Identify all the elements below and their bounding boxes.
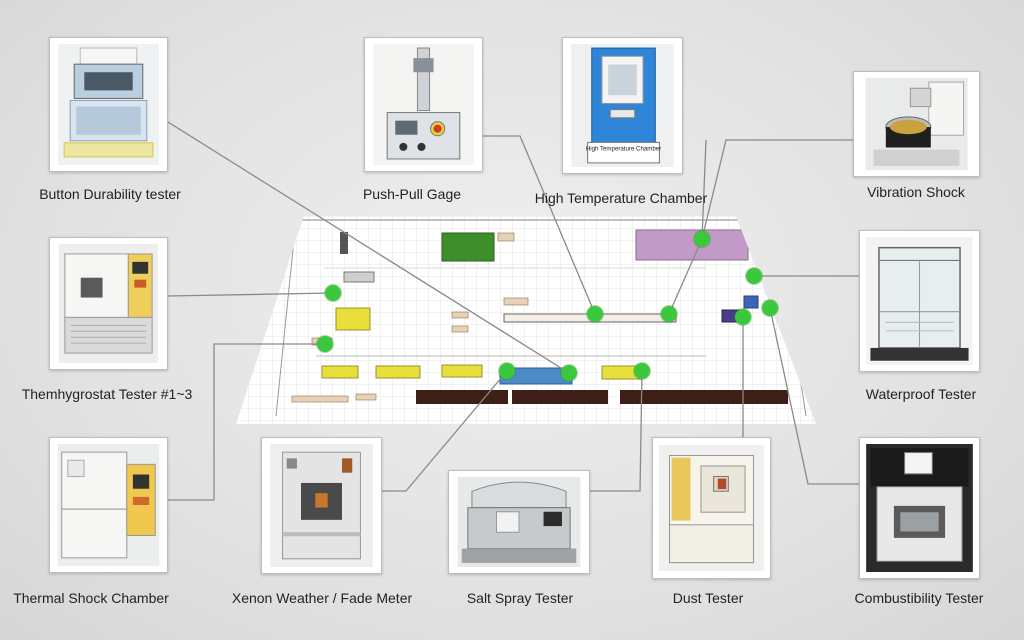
themhygrostat-tester-label: Themhygrostat Tester #1~3 — [21, 386, 193, 402]
thermal-shock-chamber-marker[interactable] — [317, 336, 333, 352]
lab-floor-plan — [236, 216, 816, 424]
floor-plan-purple-zone — [635, 229, 749, 261]
thermal-shock-chamber-icon — [57, 444, 160, 566]
chamber-plate-text: High Temperature Chamber — [586, 146, 661, 153]
floor-plan-grey-unit — [343, 271, 375, 283]
salt-spray-tester-photo — [448, 470, 590, 574]
dust-tester-photo — [652, 437, 771, 579]
vibration-shock-marker[interactable] — [694, 231, 710, 247]
salt-spray-tester-icon — [457, 477, 581, 567]
dust-tester-icon — [659, 445, 764, 571]
xenon-weather-fade-meter-photo — [261, 437, 382, 574]
vibration-shock-photo — [853, 71, 980, 177]
floor-plan-drawing — [236, 216, 816, 424]
floor-plan-dark-benches — [416, 390, 788, 404]
waterproof-tester-marker[interactable] — [746, 268, 762, 284]
push-pull-gage-photo — [364, 37, 483, 172]
dust-tester-marker[interactable] — [735, 309, 751, 325]
vibration-shock-label: Vibration Shock — [867, 184, 965, 200]
high-temperature-chamber-icon: High Temperature Chamber — [571, 44, 674, 167]
dust-tester-label: Dust Tester — [672, 590, 744, 606]
thermal-shock-chamber-photo — [49, 437, 168, 573]
combustibility-tester-marker[interactable] — [762, 300, 778, 316]
high-temperature-chamber-label: High Temperature Chamber — [534, 190, 708, 206]
button-durability-tester-icon — [58, 44, 159, 165]
button-durability-tester-marker[interactable] — [325, 285, 341, 301]
push-pull-gage-marker[interactable] — [561, 365, 577, 381]
combustibility-tester-photo — [859, 437, 980, 579]
button-durability-tester-label: Button Durability tester — [39, 186, 181, 202]
xenon-weather-fade-meter-icon — [270, 444, 373, 567]
waterproof-tester-icon — [866, 237, 973, 365]
button-durability-tester-photo — [49, 37, 168, 172]
high-temperature-chamber-marker[interactable] — [587, 306, 603, 322]
push-pull-gage-icon — [373, 44, 474, 165]
high-temperature-chamber-photo: High Temperature Chamber — [562, 37, 683, 174]
themhygrostat-tester-photo — [49, 237, 168, 370]
salt-spray-tester-marker[interactable] — [634, 363, 650, 379]
combustibility-tester-label: Combustibility Tester — [854, 590, 984, 606]
themhygrostat-tester-icon — [58, 244, 159, 363]
combustibility-tester-icon — [866, 444, 973, 572]
thermal-shock-chamber-label: Thermal Shock Chamber — [13, 590, 169, 606]
floor-plan-door — [340, 232, 348, 254]
vibration-shock-icon — [865, 78, 968, 170]
waterproof-tester-label: Waterproof Tester — [865, 386, 977, 402]
salt-spray-tester-label: Salt Spray Tester — [466, 590, 574, 606]
floor-plan-small-unit-2 — [743, 295, 759, 309]
floor-plan-green-unit — [441, 232, 495, 262]
xenon-weather-fade-meter-marker[interactable] — [499, 363, 515, 379]
waterproof-tester-photo — [859, 230, 980, 372]
xenon-weather-fade-meter-label: Xenon Weather / Fade Meter — [231, 590, 413, 606]
high-temperature-chamber-marker-2[interactable] — [661, 306, 677, 322]
push-pull-gage-label: Push-Pull Gage — [362, 186, 462, 202]
